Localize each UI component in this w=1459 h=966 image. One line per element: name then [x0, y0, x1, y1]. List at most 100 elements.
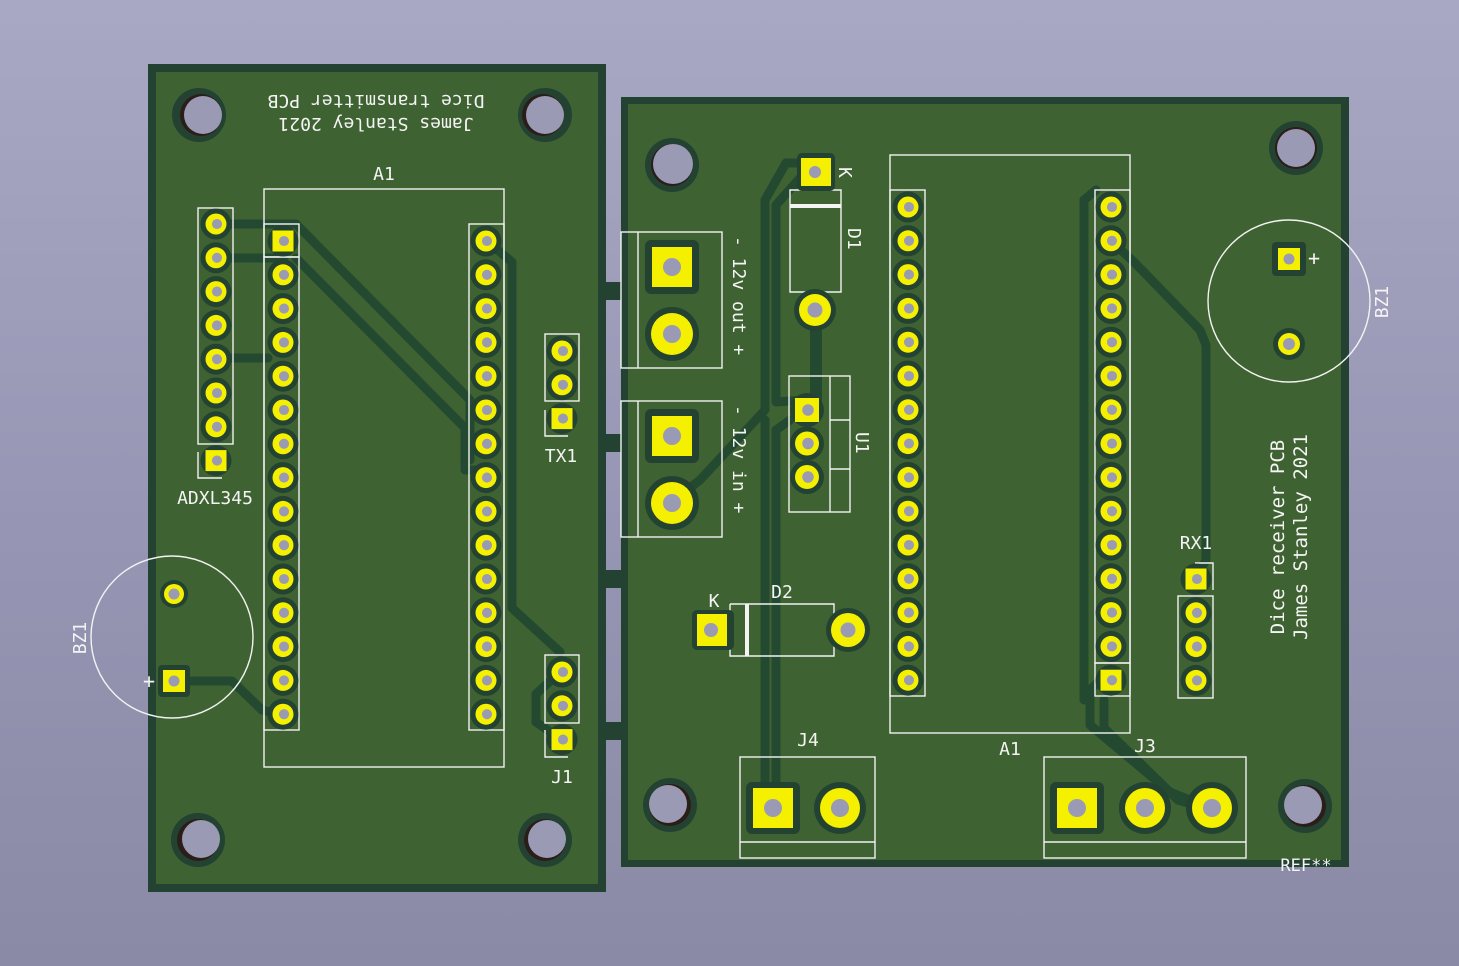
pin-pad — [1095, 664, 1127, 696]
pin-pad — [546, 369, 578, 401]
pin-pad — [546, 656, 578, 688]
power-out-pad-square — [645, 240, 699, 294]
pin-pad — [1095, 394, 1127, 426]
d1-cathode-label: K — [834, 167, 855, 178]
mounting-hole-icon — [1269, 121, 1323, 175]
j1-pins — [546, 656, 578, 756]
pin-pad — [470, 293, 502, 325]
pin-pad — [267, 259, 299, 291]
mounting-hole-icon — [645, 138, 699, 192]
pin-pad — [1095, 292, 1127, 324]
receiver-buzzer-plus-label: + — [1308, 246, 1320, 270]
pin-pad — [892, 563, 924, 595]
receiver-buzzer-pad-round — [1273, 328, 1305, 360]
power-in-label: - 12v in + — [728, 405, 749, 514]
power-in-terminal-outline — [620, 400, 723, 538]
pin-pad — [267, 664, 299, 696]
pin-pad — [892, 495, 924, 527]
pin-pad — [1095, 360, 1127, 392]
receiver-arduino-left-pins — [892, 191, 924, 696]
rx1-pins — [1180, 563, 1212, 696]
pin-pad — [546, 335, 578, 367]
u1-outline — [788, 375, 851, 513]
pin-pad — [1095, 259, 1127, 291]
pin-pad — [200, 377, 232, 409]
pin-pad — [892, 225, 924, 257]
pin-pad — [1095, 461, 1127, 493]
d1-pad-round — [794, 289, 836, 331]
j4-outline — [739, 756, 876, 859]
pin-pad — [1095, 597, 1127, 629]
d1-pad-square — [797, 153, 835, 191]
receiver-a1-label: A1 — [999, 739, 1021, 760]
pin-pad — [892, 664, 924, 696]
pin-pad — [1095, 630, 1127, 662]
pin-pad — [470, 225, 502, 257]
pin-pad — [892, 461, 924, 493]
pin-pad — [1095, 191, 1127, 223]
d1-label: D1 — [843, 228, 864, 250]
pin-pad — [267, 394, 299, 426]
transmitter-board: James Stanley 2021 Dice transmitter PCB … — [70, 64, 606, 892]
pin-pad — [546, 403, 578, 435]
j4-pad-round — [814, 782, 866, 834]
j3-pad-square — [1050, 782, 1104, 834]
u1-label: U1 — [851, 432, 872, 454]
j3-pad-round — [1119, 782, 1171, 834]
rx1-pin1-mark — [1195, 562, 1214, 590]
d2-cathode-label: K — [709, 591, 720, 612]
pin-pad — [1180, 563, 1212, 595]
ref-footprint-label: REF** — [1280, 856, 1331, 876]
mounting-hole-icon — [643, 778, 697, 832]
pin-pad — [790, 393, 824, 427]
adxl345-outline — [197, 207, 234, 445]
pin-pad — [470, 495, 502, 527]
pin-pad — [267, 631, 299, 663]
pin-pad — [267, 495, 299, 527]
rx1-label: RX1 — [1180, 533, 1213, 554]
arduino-right-header-outline — [468, 223, 505, 731]
mounting-hole-icon — [172, 88, 226, 142]
receiver-arduino-pin1-outline — [1094, 662, 1131, 697]
tx1-label: TX1 — [545, 446, 578, 467]
transmitter-title-line2: James Stanley 2021 — [278, 113, 473, 134]
pin-pad — [200, 276, 232, 308]
u1-pins — [790, 393, 824, 494]
j3-label: J3 — [1134, 736, 1156, 757]
pin-pad — [267, 698, 299, 730]
power-out-pad-round — [645, 307, 699, 361]
pin-pad — [267, 529, 299, 561]
pin-pad — [1095, 563, 1127, 595]
arduino-left-pins — [267, 225, 299, 730]
receiver-title-line2: James Stanley 2021 — [1290, 434, 1312, 640]
pin-pad — [267, 326, 299, 358]
tx1-outline — [544, 333, 580, 402]
pin-pad — [892, 326, 924, 358]
buzzer-plus-label: + — [143, 669, 155, 693]
pin-pad — [892, 597, 924, 629]
buzzer-pad-round — [160, 580, 188, 608]
mounting-hole-icon — [1278, 779, 1332, 833]
receiver-board-surface — [628, 104, 1341, 860]
pin-pad — [1180, 631, 1212, 663]
pin-pad — [1095, 428, 1127, 460]
pin-pad — [200, 242, 232, 274]
mounting-hole-icon — [518, 88, 572, 142]
pin-pad — [892, 630, 924, 662]
j4-label: J4 — [797, 730, 819, 751]
pin-pad — [892, 259, 924, 291]
transmitter-board-surface — [156, 72, 598, 884]
d2-pad-round — [826, 608, 870, 652]
tx1-pins — [546, 335, 578, 435]
j1-label: J1 — [551, 767, 573, 788]
pin-pad — [470, 394, 502, 426]
power-in-pad-round — [645, 476, 699, 530]
mounting-hole-icon — [518, 813, 572, 867]
pin-pad — [892, 360, 924, 392]
power-out-label: - 12v out + — [728, 236, 749, 355]
receiver-buzzer-label: BZ1 — [1372, 286, 1393, 319]
pin-pad — [200, 411, 232, 443]
pin-pad — [470, 326, 502, 358]
transmitter-title-line1: Dice transmitter PCB — [268, 90, 485, 111]
